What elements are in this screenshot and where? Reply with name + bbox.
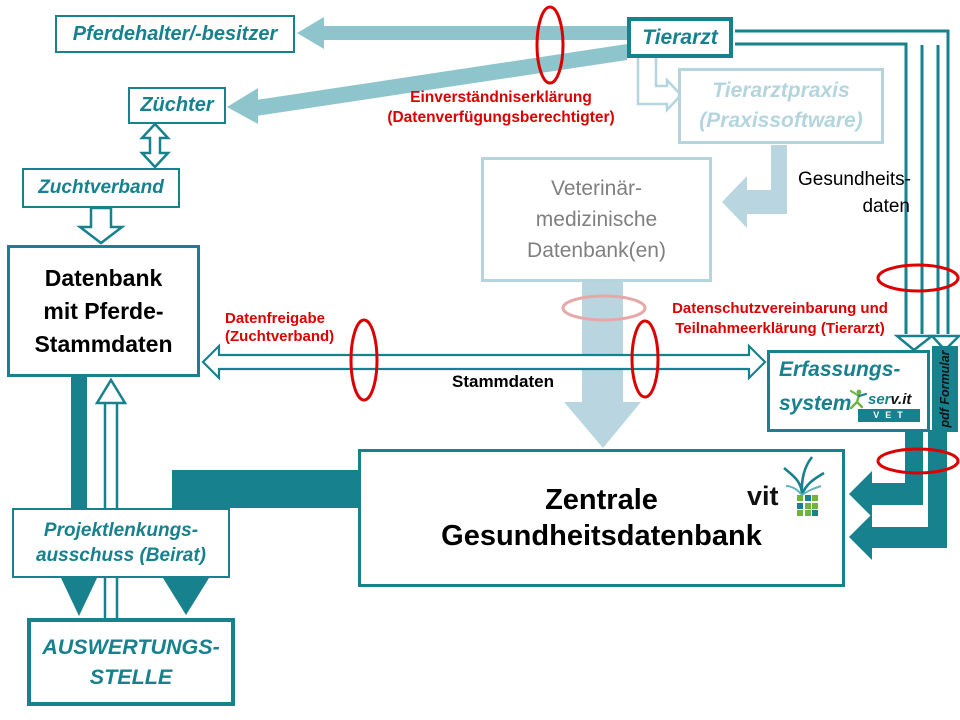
arrow-tierarzt-to-zuechter — [227, 44, 627, 124]
vit-fountain-icon — [783, 456, 825, 496]
node-veterinaermedizinische-datenbank: Veterinär- medizinische Datenbank(en) — [481, 157, 712, 282]
servit-text-teal: ser — [868, 390, 891, 408]
label-datenfreigabe: Datenfreigabe (Zuchtverband) — [225, 310, 335, 345]
erfassung-line1: Erfassungs- — [779, 358, 901, 381]
node-zuchtverband: Zuchtverband — [22, 168, 180, 208]
veterinaer-line3: Datenbank(en) — [527, 239, 666, 262]
vit-text: vit — [747, 481, 779, 511]
pdf-formular-label: pdf Formular — [938, 350, 952, 428]
vit-logo: vit — [744, 455, 830, 525]
arrow-zuchtverband-to-datenbank — [76, 206, 126, 245]
arrow-datenbank-to-auswertung — [61, 377, 97, 616]
node-zuchtverband-label: Zuchtverband — [38, 177, 164, 198]
node-pferdehalter-label: Pferdehalter/-besitzer — [72, 22, 278, 45]
label-datenschutzvereinbarung: Datenschutzvereinbarung und Teilnahmeerk… — [672, 300, 888, 337]
arrowhead-erfassung-left — [893, 334, 936, 352]
label-gesundheitsdaten: Gesundheits- daten — [798, 169, 912, 217]
node-tierarzt-label: Tierarzt — [642, 25, 718, 49]
node-zuechter-label: Züchter — [140, 94, 214, 116]
praxis-line2: (Praxissoftware) — [699, 109, 863, 132]
auswertung-line2: STELLE — [89, 665, 173, 689]
node-erfassungssystem: Erfassungs- system serv.it VET — [767, 350, 930, 432]
projekt-line2: ausschuss (Beirat) — [35, 545, 206, 566]
zentrale-line2: Gesundheitsdatenbank — [441, 520, 762, 552]
servit-logo: serv.it VET — [848, 388, 924, 428]
auswertung-line1: AUSWERTUNGS- — [42, 635, 220, 659]
erfassung-line2: system — [779, 392, 852, 415]
projekt-line1: Projektlenkungs- — [43, 520, 199, 541]
arrow-praxis-to-veterinaer — [722, 145, 787, 228]
pdf-formular-strip: pdf Formular — [932, 346, 958, 432]
datenbank-line1: Datenbank — [44, 264, 163, 291]
node-tierarztpraxis: Tierarztpraxis (Praxissoftware) — [678, 68, 884, 144]
arrow-erfassung-to-zentrale — [849, 430, 923, 517]
arrow-tierarzt-to-praxis — [636, 58, 683, 114]
veterinaer-line2: medizinische — [535, 208, 658, 231]
vet-banner: VET — [858, 409, 920, 422]
node-pferdehalter: Pferdehalter/-besitzer — [55, 15, 295, 53]
node-tierarzt: Tierarzt — [627, 17, 733, 58]
datenbank-line2: mit Pferde- — [43, 297, 164, 324]
node-zuechter: Züchter — [128, 87, 226, 124]
arrow-zuechter-zuchtverband — [139, 122, 171, 169]
arrow-tierarzt-to-pferdehalter — [297, 17, 627, 49]
label-stammdaten: Stammdaten — [451, 372, 555, 391]
zentrale-line1: Zentrale — [545, 484, 658, 516]
arrow-auswertung-to-datenbank — [94, 377, 128, 618]
node-projektlenkungsausschuss: Projektlenkungs- ausschuss (Beirat) — [12, 508, 230, 578]
praxis-line1: Tierarztpraxis — [712, 79, 850, 102]
arrowhead-erfassung-right — [929, 334, 960, 352]
arrow-stammdaten — [201, 343, 767, 381]
vit-grid-icon — [797, 495, 818, 516]
node-datenbank-pferde-stammdaten: Datenbank mit Pferde- Stammdaten — [7, 245, 200, 377]
running-person-icon — [849, 389, 868, 410]
arrow-zentrale-to-auswertung — [163, 470, 358, 615]
datenbank-line3: Stammdaten — [34, 330, 173, 357]
servit-text-black: v.it — [890, 390, 912, 408]
node-auswertungsstelle: AUSWERTUNGS- STELLE — [27, 618, 235, 706]
label-einverstaendniserklaerung: Einverständniserklärung (Datenverfügungs… — [387, 89, 615, 126]
veterinaer-line1: Veterinär- — [550, 177, 643, 200]
node-zentrale-gesundheitsdatenbank: Zentrale Gesundheitsdatenbank vit — [358, 449, 845, 587]
